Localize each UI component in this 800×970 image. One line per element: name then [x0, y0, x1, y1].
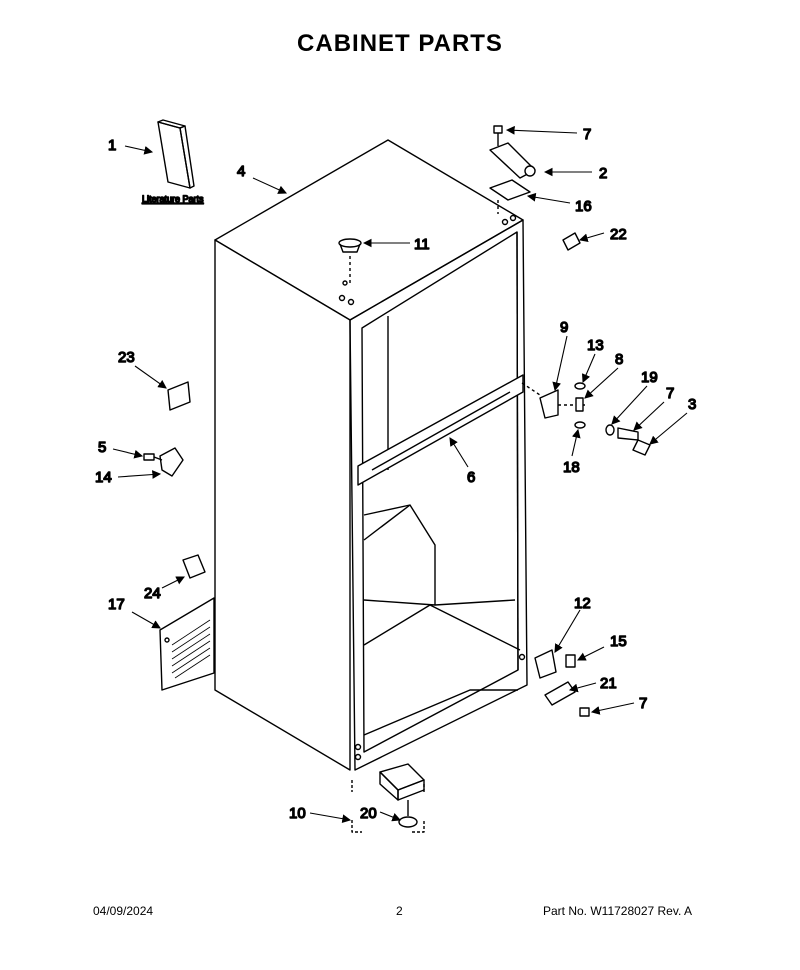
callout-18: 18	[563, 459, 580, 476]
page-title: CABINET PARTS	[297, 30, 503, 57]
footer-part-number: Part No. W11728027 Rev. A	[543, 904, 692, 918]
callout-16: 16	[575, 198, 592, 215]
part-23-bracket	[167, 381, 191, 411]
callout-2: 2	[599, 165, 607, 182]
footer-page-number: 2	[396, 904, 403, 918]
literature-parts-label: Literature Parts	[142, 194, 204, 204]
callout-10: 10	[289, 805, 306, 822]
bottom-hinge-assembly	[534, 649, 590, 717]
callout-1: 1	[108, 137, 116, 154]
callout-12: 12	[574, 595, 591, 612]
cabinet-body	[214, 139, 528, 771]
callout-6: 6	[467, 469, 475, 486]
callout-24: 24	[144, 585, 161, 602]
leader-arrows	[112, 125, 688, 824]
callout-5: 5	[98, 439, 106, 456]
part-1-literature	[157, 119, 195, 189]
leveling-leg-assembly	[351, 763, 425, 833]
callout-21: 21	[600, 675, 617, 692]
callout-3: 3	[688, 396, 696, 413]
part-22-cap	[562, 232, 581, 251]
callout-17: 17	[108, 596, 125, 613]
callout-13: 13	[587, 337, 604, 354]
callout-8: 8	[615, 351, 623, 368]
part-17-rear-cover	[159, 597, 215, 691]
part-11-plug	[338, 238, 362, 285]
part-5-14-bracket	[143, 447, 184, 477]
callout-labels: 1 4 7 2 16 22 11 9 13 8 19 7 3 18 23 5 1…	[94, 125, 697, 822]
callout-4: 4	[237, 163, 245, 180]
callout-7-center: 7	[666, 385, 674, 402]
callout-19: 19	[641, 369, 658, 386]
callout-9: 9	[560, 319, 568, 336]
center-hinge-assembly	[521, 382, 651, 456]
callout-23: 23	[118, 349, 135, 366]
footer-date: 04/09/2024	[93, 904, 154, 918]
part-24-clip	[182, 554, 206, 579]
callout-7-top: 7	[583, 126, 591, 143]
callout-20: 20	[360, 805, 377, 822]
callout-22: 22	[610, 226, 627, 243]
callout-14: 14	[95, 469, 112, 486]
callout-7-bottom: 7	[639, 695, 647, 712]
top-hinge-assembly	[489, 125, 536, 214]
callout-11: 11	[414, 236, 430, 253]
callout-15: 15	[610, 633, 627, 650]
